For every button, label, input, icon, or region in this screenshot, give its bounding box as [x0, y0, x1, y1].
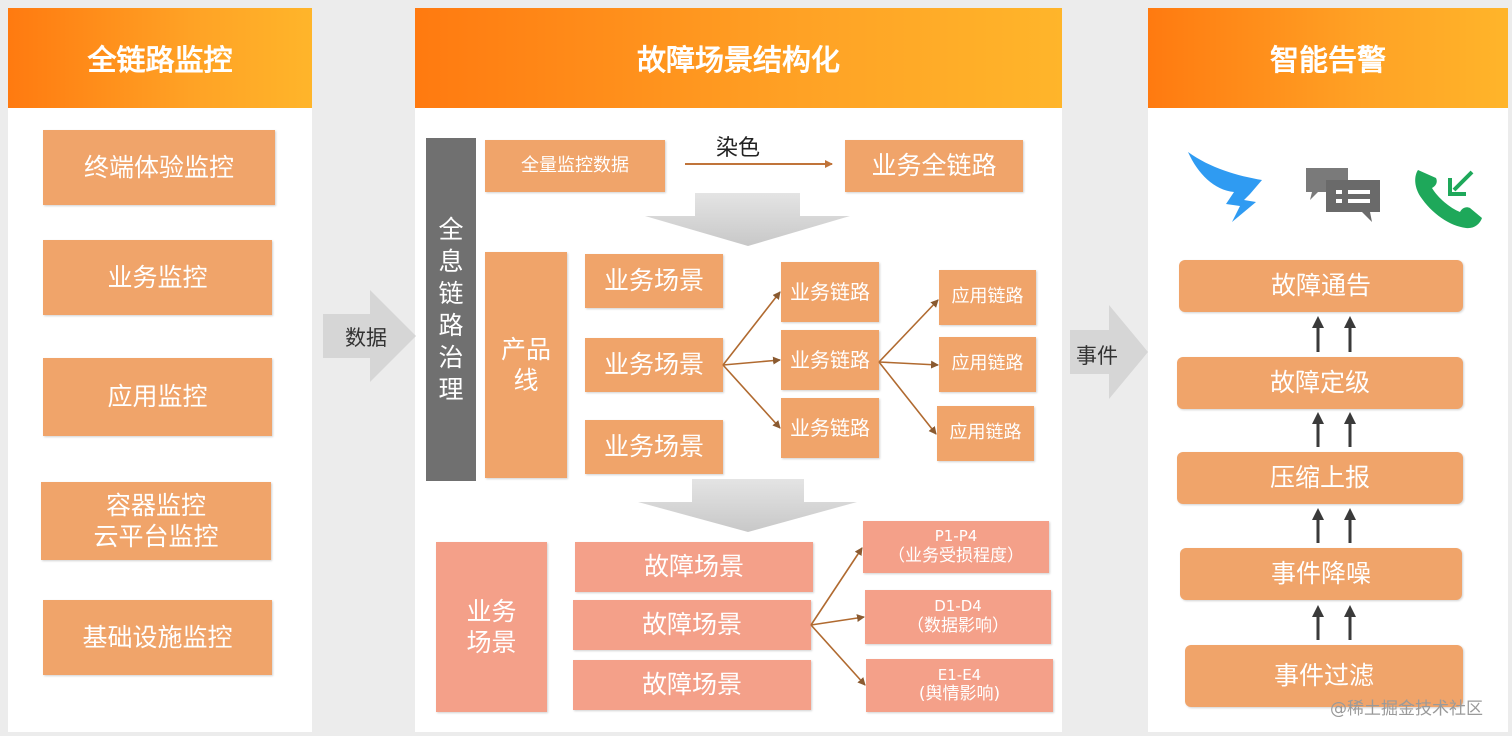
- business-link-2: 业务链路: [781, 330, 879, 390]
- scene-to-link-arrows: [722, 291, 781, 429]
- dingtalk-icon: [1188, 152, 1262, 222]
- down-arrow-top: [645, 193, 850, 246]
- watermark: @稀土掘金技术社区: [1330, 699, 1483, 719]
- data-flow-label: 数据: [345, 326, 387, 350]
- holographic-link-governance: 全息链路治理: [426, 138, 476, 481]
- data-flow-arrow: [323, 290, 416, 382]
- business-scene-1: 业务场景: [585, 254, 723, 308]
- right-panel-title: 智能告警: [1148, 8, 1508, 108]
- fault-scene-3: 故障场景: [573, 660, 811, 710]
- product-line: 产品线: [485, 252, 567, 478]
- level-p: P1-P4 （业务受损程度）: [863, 521, 1049, 573]
- fault-to-level-arrows: [810, 547, 866, 686]
- level-e: E1-E4 (舆情影响): [866, 659, 1053, 712]
- app-link-3: 应用链路: [937, 406, 1034, 461]
- step-event-filter: 事件过滤: [1185, 645, 1463, 707]
- monitor-item-infrastructure: 基础设施监控: [43, 600, 272, 675]
- fault-scene-1: 故障场景: [575, 542, 813, 592]
- app-link-2: 应用链路: [939, 337, 1036, 392]
- monitor-item-container-cloud: 容器监控 云平台监控: [41, 482, 271, 560]
- business-link-1: 业务链路: [781, 262, 879, 322]
- event-flow-label: 事件: [1076, 344, 1118, 368]
- step-fault-grading: 故障定级: [1177, 357, 1463, 409]
- sms-icon: [1306, 168, 1380, 222]
- business-scene-2: 业务场景: [585, 338, 723, 392]
- step-compress-report: 压缩上报: [1177, 452, 1463, 504]
- level-d-code: D1-D4: [934, 597, 982, 615]
- level-p-desc: （业务受损程度）: [888, 545, 1024, 566]
- step-fault-notice: 故障通告: [1179, 260, 1463, 312]
- event-flow-arrow: [1070, 305, 1148, 399]
- phone-icon: [1415, 170, 1482, 229]
- monitor-item-business: 业务监控: [43, 240, 272, 315]
- dye-label: 染色: [716, 136, 761, 161]
- level-e-code: E1-E4: [937, 665, 982, 684]
- business-full-link: 业务全链路: [845, 140, 1023, 192]
- link-to-app-arrows: [878, 299, 939, 435]
- step-event-denoise: 事件降噪: [1180, 548, 1462, 600]
- fault-scene-2: 故障场景: [573, 600, 811, 650]
- center-panel-title: 故障场景结构化: [415, 8, 1062, 108]
- level-p-code: P1-P4: [934, 527, 978, 545]
- monitor-item-terminal: 终端体验监控: [43, 130, 275, 205]
- level-d-desc: （数据影响）: [907, 615, 1009, 636]
- left-panel-title: 全链路监控: [8, 8, 312, 108]
- business-link-3: 业务链路: [781, 398, 879, 458]
- level-d: D1-D4 （数据影响）: [865, 590, 1051, 644]
- full-monitoring-data: 全量监控数据: [485, 140, 665, 192]
- app-link-1: 应用链路: [939, 270, 1036, 325]
- business-scene-3: 业务场景: [585, 420, 723, 474]
- step-up-arrows: [1312, 316, 1356, 640]
- monitor-item-application: 应用监控: [43, 358, 272, 436]
- level-e-desc: (舆情影响): [918, 684, 1001, 705]
- down-arrow-bottom: [638, 479, 857, 532]
- bottom-business-scene: 业务 场景: [436, 542, 547, 712]
